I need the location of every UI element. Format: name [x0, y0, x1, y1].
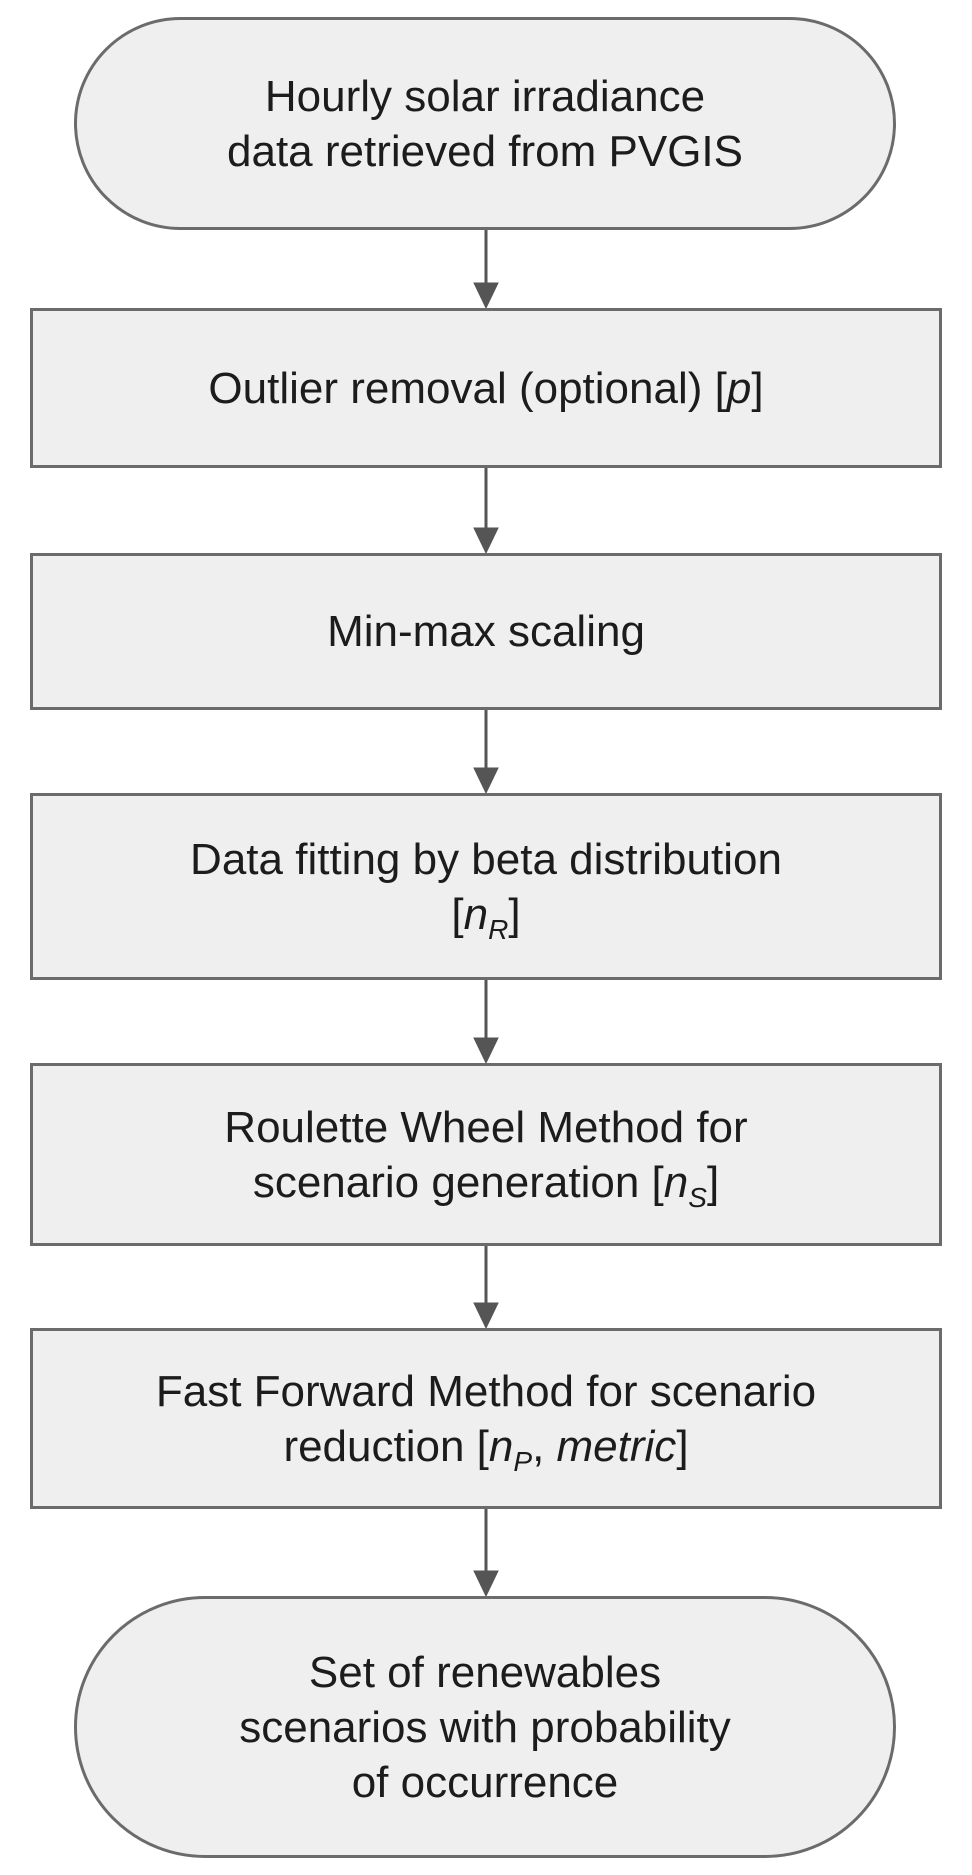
roulette-wheel-box: Roulette Wheel Method for scenario gener… — [30, 1063, 942, 1246]
fitting-bracket-open: [ — [451, 889, 464, 939]
data-fitting-box: Data fitting by beta distribution [nR] — [30, 793, 942, 980]
end-line-2: scenarios with probability — [239, 1702, 731, 1752]
fastforward-bracket-close: ] — [676, 1421, 689, 1471]
fastforward-metric: metric — [556, 1421, 677, 1471]
fastforward-line-2: reduction [nP, metric] — [283, 1419, 689, 1477]
roulette-text: scenario generation [ — [252, 1157, 664, 1207]
arrowhead-3 — [473, 767, 499, 795]
roulette-line-1: Roulette Wheel Method for — [224, 1102, 748, 1152]
fitting-sub-r: R — [488, 913, 509, 945]
outlier-text: Outlier removal (optional) [ — [208, 363, 727, 413]
roulette-sub-s: S — [688, 1181, 707, 1213]
end-terminal: Set of renewables scenarios with probabi… — [74, 1596, 896, 1858]
arrowhead-6 — [473, 1570, 499, 1598]
fast-forward-box: Fast Forward Method for scenario reducti… — [30, 1328, 942, 1509]
fitting-line-2: [nR] — [451, 887, 521, 945]
fitting-bracket-close: ] — [508, 889, 521, 939]
roulette-line-2: scenario generation [nS] — [252, 1155, 720, 1213]
outlier-label: Outlier removal (optional) [p] — [208, 361, 763, 416]
roulette-bracket-close: ] — [706, 1157, 720, 1207]
outlier-param-p: p — [726, 363, 752, 413]
min-max-scaling-box: Min-max scaling — [30, 553, 942, 710]
roulette-var-n: n — [663, 1157, 689, 1207]
start-line-1: Hourly solar irradiance — [264, 71, 706, 121]
fastforward-separator: , — [532, 1421, 557, 1471]
end-line-3: of occurrence — [351, 1757, 619, 1807]
fastforward-var-n: n — [488, 1421, 514, 1471]
start-terminal: Hourly solar irradiance data retrieved f… — [74, 17, 896, 230]
scaling-label: Min-max scaling — [327, 607, 645, 656]
arrowhead-5 — [473, 1302, 499, 1330]
fitting-var-n: n — [463, 889, 489, 939]
end-line-1: Set of renewables — [308, 1647, 662, 1697]
outlier-bracket-close: ] — [751, 363, 764, 413]
fastforward-sub-p: P — [513, 1445, 533, 1477]
arrowhead-4 — [473, 1037, 499, 1065]
arrowhead-1 — [473, 282, 499, 310]
fastforward-text: reduction [ — [283, 1421, 489, 1471]
start-line-2: data retrieved from PVGIS — [227, 126, 743, 176]
fastforward-line-1: Fast Forward Method for scenario — [155, 1366, 817, 1416]
arrowhead-2 — [473, 527, 499, 555]
fitting-line-1: Data fitting by beta distribution — [190, 834, 782, 884]
outlier-removal-box: Outlier removal (optional) [p] — [30, 308, 942, 468]
